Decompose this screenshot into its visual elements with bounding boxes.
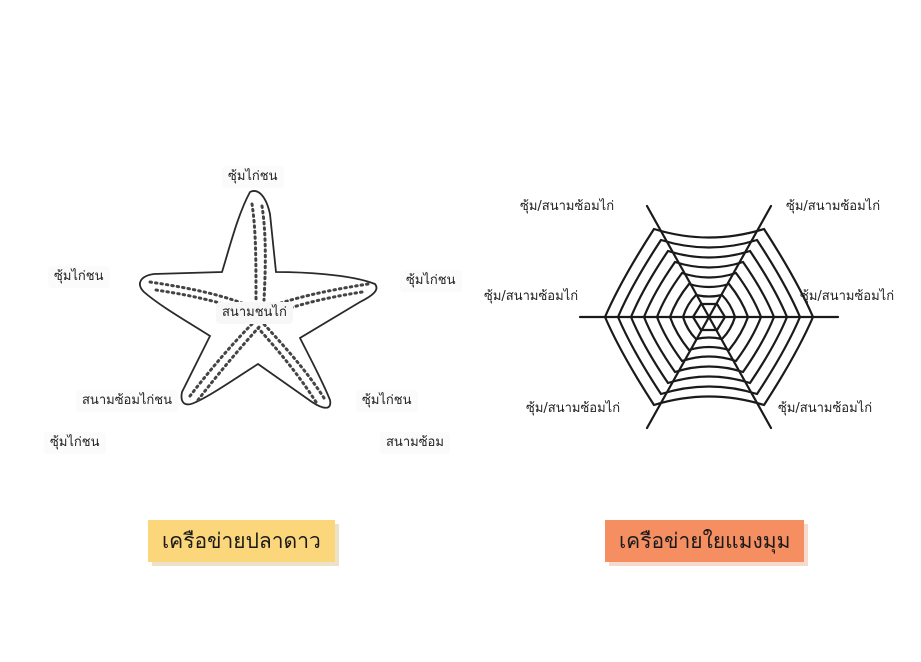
web-label-bottom-left: ซุ้ม/สนามซ้อมไก่ [526,400,620,418]
starfish-title: เครือข่ายปลาดาว [148,520,335,562]
starfish-label-left: ซุ้มไก่ชน [48,266,110,288]
starfish-label-top: ซุ้มไก่ชน [222,166,284,188]
starfish-label-right: ซุ้มไก่ชน [400,270,462,292]
spiderweb-drawing [580,206,838,428]
starfish-center-label: สนามชนไก่ [216,302,293,324]
web-label-left: ซุ้ม/สนามซ้อมไก่ [484,288,578,306]
web-label-top-left: ซุ้ม/สนามซ้อมไก่ [520,198,614,216]
web-label-bottom-right: ซุ้ม/สนามซ้อมไก่ [778,400,872,418]
web-label-top-right: ซุ้ม/สนามซ้อมไก่ [786,198,880,216]
starfish-label-lower-left: สนามซ้อมไก่ชน [76,390,178,412]
starfish-drawing [140,191,377,408]
web-label-right: ซุ้ม/สนามซ้อมไก่ [800,288,894,306]
starfish-label-bottom-left: ซุ้มไก่ชน [44,432,106,454]
starfish-label-lower-right: ซุ้มไก่ชน [356,390,418,412]
starfish-label-bottom-right: สนามซ้อม [380,432,450,454]
spiderweb-title: เครือข่ายใยแมงมุม [605,520,804,562]
